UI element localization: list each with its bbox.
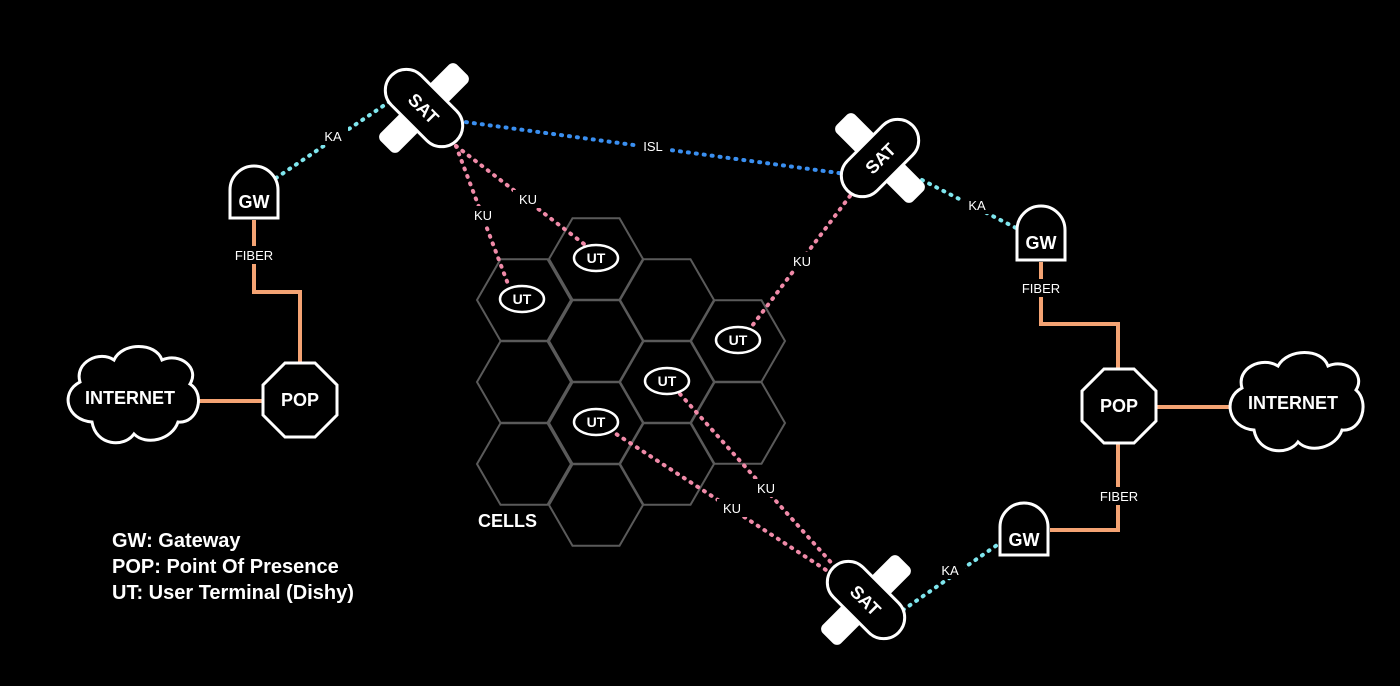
ku-label-5: KU: [723, 501, 741, 516]
hex-cell: [618, 258, 716, 342]
satellite-top-right: SAT: [835, 113, 925, 203]
link-labels: KA KA KA ISL KU KU KU KU KU FIBER FIBER …: [228, 127, 1146, 579]
svg-text:POP: POP: [1100, 396, 1138, 416]
satellite-body: [383, 67, 465, 149]
gateway-right-top: GW: [1015, 204, 1067, 262]
ku-label-1: KU: [474, 208, 492, 223]
hex-cell: [618, 422, 716, 506]
ut-terminal: UT: [572, 407, 620, 437]
svg-text:POP: POP: [281, 390, 319, 410]
ut-terminal: UT: [714, 325, 762, 355]
fiber-right-pop-gw: [1050, 444, 1120, 532]
svg-text:UT: UT: [729, 332, 748, 348]
ka-label-right-bottom: KA: [941, 563, 959, 578]
ku-label-4: KU: [757, 481, 775, 496]
svg-text:UT: UT: [658, 373, 677, 389]
satellite-bottom: SAT: [821, 555, 911, 645]
internet-cloud-right: INTERNET: [1228, 351, 1365, 453]
satellite-top-left: SAT: [379, 63, 469, 153]
ka-link-left: [274, 98, 394, 180]
svg-text:UT: UT: [513, 291, 532, 307]
ut-terminal: UT: [498, 284, 546, 314]
ka-label-left: KA: [324, 129, 342, 144]
hex-cell: [475, 422, 573, 506]
svg-text:UT: UT: [587, 250, 606, 266]
cells-label: CELLS: [478, 511, 537, 531]
ku-links: [454, 144, 852, 572]
fiber-label-right-top: FIBER: [1022, 281, 1060, 296]
legend-item-ut: UT: User Terminal (Dishy): [112, 582, 354, 604]
ku-label-2: KU: [519, 192, 537, 207]
fiber-label-right-bottom: FIBER: [1100, 489, 1138, 504]
isl-link: [456, 119, 848, 176]
pop-right: POP: [1080, 367, 1158, 445]
legend: GW: Gateway POP: Point Of Presence UT: U…: [112, 528, 354, 606]
svg-text:GW: GW: [239, 192, 270, 212]
svg-text:UT: UT: [587, 414, 606, 430]
fiber-right-gw-pop: [1039, 262, 1120, 370]
gateway-left: GW: [228, 164, 280, 220]
ka-label-right-top: KA: [968, 198, 986, 213]
ut-terminal: UT: [572, 243, 620, 273]
gateway-right-bottom: GW: [998, 501, 1050, 557]
fiber-label-left: FIBER: [235, 248, 273, 263]
cells-grid: [475, 217, 787, 547]
svg-text:INTERNET: INTERNET: [85, 388, 175, 408]
svg-text:GW: GW: [1009, 530, 1040, 550]
fiber-left-gw-pop: [252, 220, 302, 364]
ut-terminal: UT: [643, 366, 691, 396]
satellite-body: [839, 117, 921, 199]
ku-link-ut4-sat3: [678, 392, 838, 570]
svg-text:GW: GW: [1026, 233, 1057, 253]
hex-cell: [547, 463, 645, 547]
internet-cloud-left: INTERNET: [66, 345, 200, 445]
satellite-body: [825, 559, 907, 641]
isl-label: ISL: [643, 139, 663, 154]
user-terminals: UT UT UT UT UT: [498, 243, 762, 437]
legend-item-gw: GW: Gateway: [112, 530, 241, 552]
ku-label-3: KU: [793, 254, 811, 269]
pop-left: POP: [261, 361, 339, 439]
isl-links: [456, 119, 848, 176]
legend-item-pop: POP: Point Of Presence: [112, 556, 339, 578]
svg-text:INTERNET: INTERNET: [1248, 393, 1338, 413]
